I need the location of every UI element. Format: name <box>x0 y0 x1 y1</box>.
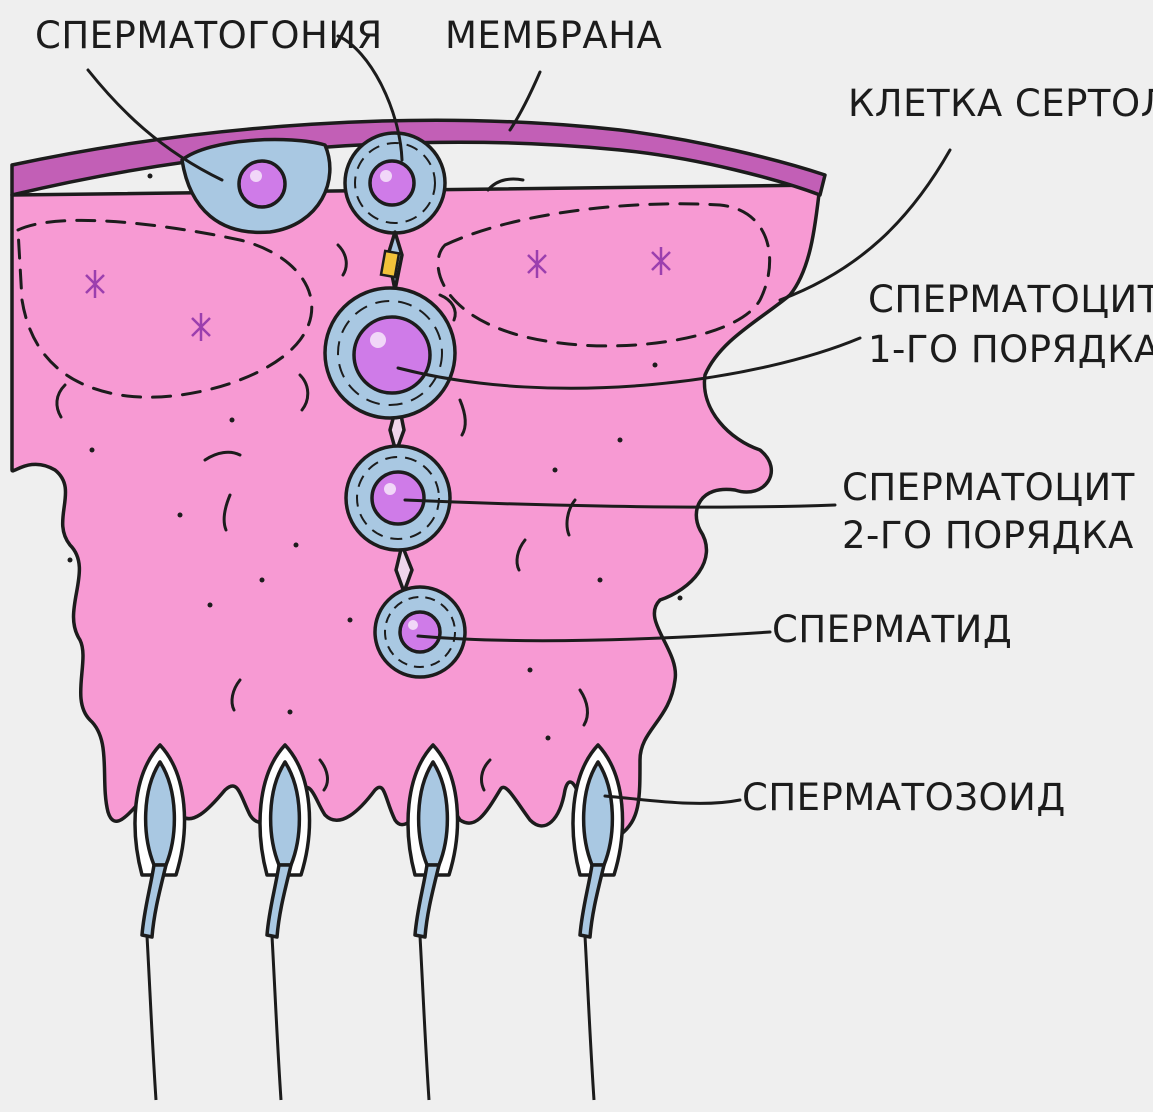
secondary-spermatocyte-cell <box>346 446 450 550</box>
spermatozoon-1 <box>135 745 184 1100</box>
label-spermatid: СПЕРМАТИД <box>772 608 1012 651</box>
label-spermatocyte1-line2: 1-ГО ПОРЯДКА <box>868 328 1153 371</box>
label-membrane: МЕМБРАНА <box>445 14 662 57</box>
label-spermatocyte2-line2: 2-ГО ПОРЯДКА <box>842 514 1134 557</box>
label-sertoli: КЛЕТКА СЕРТОЛИ <box>848 82 1153 125</box>
label-spermatozoon: СПЕРМАТОЗОИД <box>742 776 1066 819</box>
label-spermatogonia: СПЕРМАТОГОНИЯ <box>35 14 383 57</box>
primary-spermatocyte-cell <box>325 288 455 418</box>
spermatozoon-2 <box>260 745 309 1100</box>
label-spermatocyte2-line1: СПЕРМАТОЦИТ <box>842 466 1135 509</box>
spermatozoon-3 <box>408 745 457 1100</box>
spermatid-cell <box>375 587 465 677</box>
spermatogonia-round-cell <box>345 133 445 233</box>
label-spermatocyte1-line1: СПЕРМАТОЦИТ <box>868 278 1153 321</box>
